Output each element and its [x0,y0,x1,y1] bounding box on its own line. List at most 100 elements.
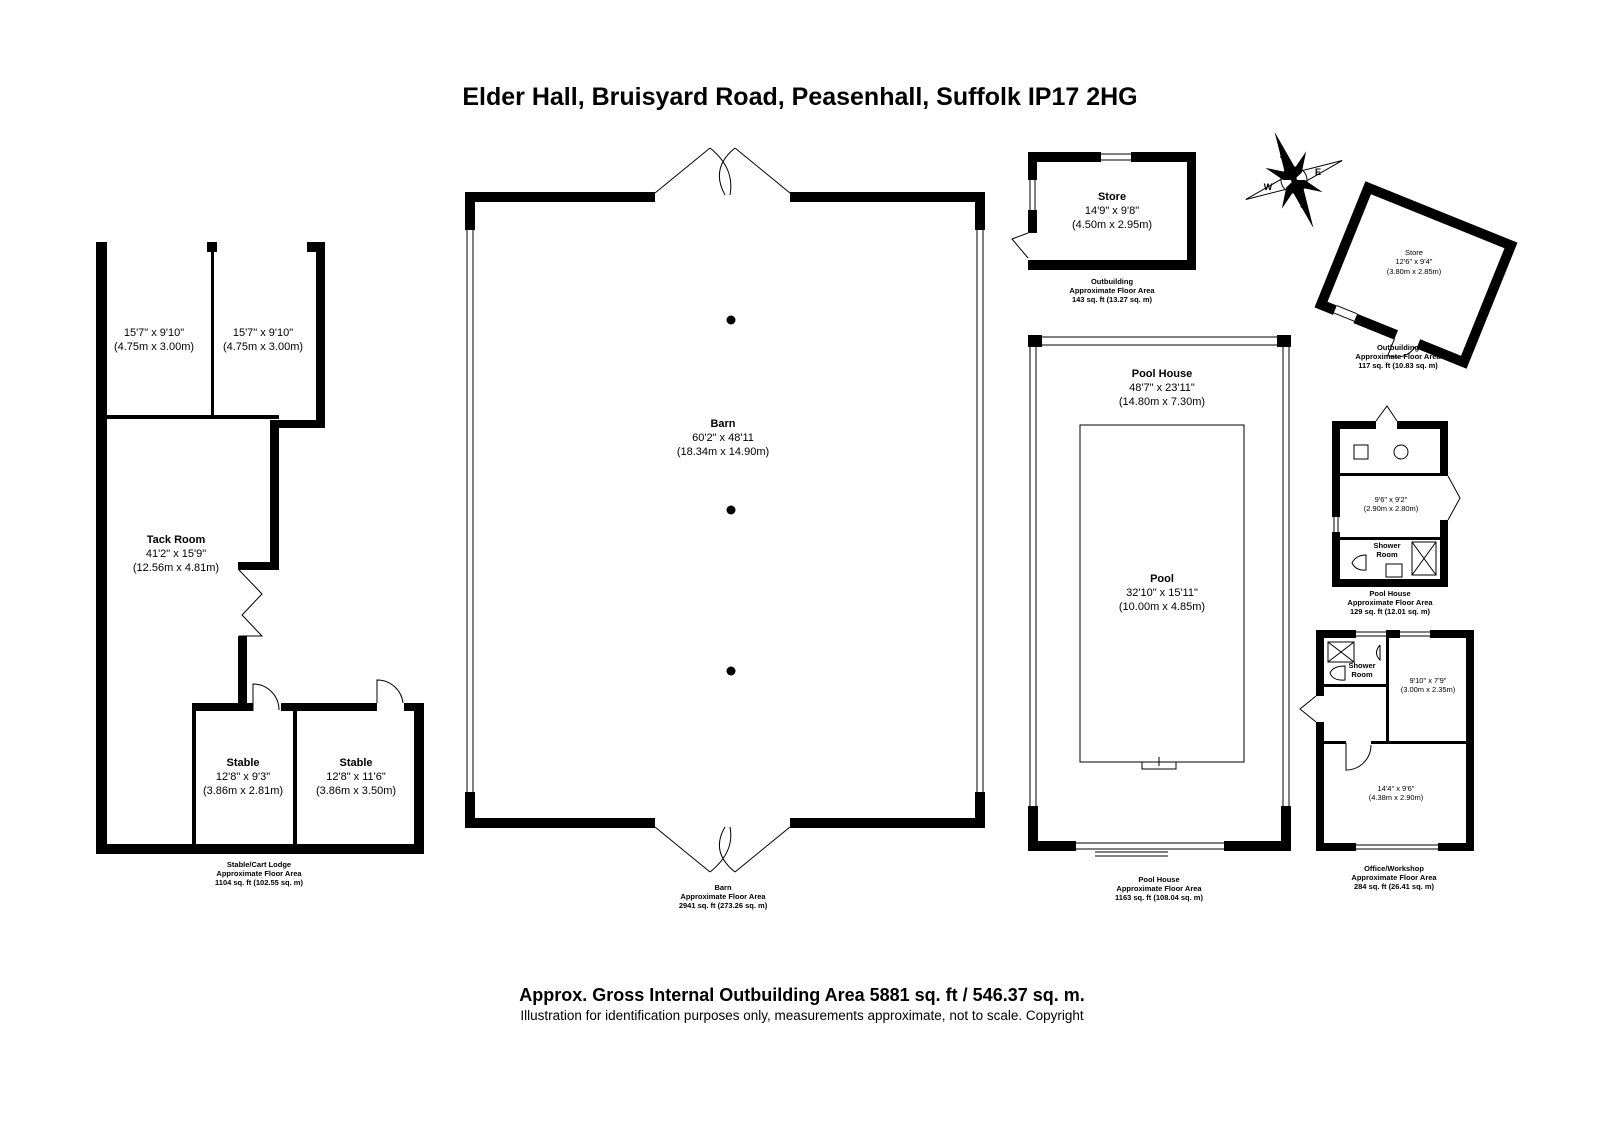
wall [1028,152,1037,180]
wall [1131,152,1196,162]
bay-2-metric: (4.75m x 3.00m) [222,340,304,353]
wall [465,192,655,202]
wall [1332,421,1376,429]
wall [96,242,107,854]
store-2-label: Store 12'6" x 9'4" (3.80m x 2.85m) [1387,248,1442,276]
wall [1386,638,1389,741]
wall [465,792,475,828]
bay-1-label: 15'7" x 9'10" (4.75m x 3.00m) [114,327,194,355]
wall [270,420,325,428]
wall [1028,260,1196,270]
wall [1028,210,1037,233]
stable-2-dims: 12'8" x 11'6" [326,770,386,783]
barn-metric: (18.34m x 14.90m) [676,445,770,458]
wall [1028,841,1076,851]
small-pool-shower-line2: Room [1376,550,1398,560]
wall [1430,630,1474,638]
store-2-area-value: 117 sq. ft (10.83 sq. m) [1358,361,1438,370]
store-2-name: Store [1405,248,1423,257]
small-pool-shower-line1: Shower [1373,541,1401,550]
stable-1-label: Stable 12'8" x 9'3" (3.86m x 2.81m) [203,757,283,798]
pool-house-name: Pool House [1131,368,1193,380]
pool-house-area-value: 1163 sq. ft (108.04 sq. m) [1115,893,1203,902]
tack-room-name: Tack Room [146,534,206,546]
barn-area-title: Barn [714,883,732,892]
compass-label-n: N [1279,150,1287,160]
office-room-2-metric: (4.38m x 2.90m) [1368,793,1424,803]
wall [1187,152,1196,270]
wall [192,703,253,711]
small-pool-room-dims: 9'6" x 9'2" [1374,495,1408,504]
column [726,315,736,325]
pool-house-area-title: Pool House [1138,875,1180,884]
column [726,666,736,676]
office-room-1-label: 9'10" x 7'9" (3.00m x 2.35m) [1401,676,1456,695]
wall [107,415,279,419]
barn-name: Barn [710,418,736,430]
office-area-value: 284 sq. ft (26.41 sq. m) [1353,882,1435,891]
wall [1224,841,1291,851]
wall [270,420,279,566]
stable-block-area: Stable/Cart Lodge Approximate Floor Area… [215,860,303,887]
store-1-metric: (4.50m x 2.95m) [1071,218,1153,231]
wall [1340,473,1440,476]
pool-name: Pool [1150,573,1174,585]
stable-1-name: Stable [226,757,260,769]
wall [316,242,325,426]
wall [1340,537,1440,540]
pool-house-metric: (14.80m x 7.30m) [1118,395,1206,408]
wall [293,703,297,844]
compass-rose-icon [1245,131,1343,229]
bay-1-metric: (4.75m x 3.00m) [113,340,195,353]
bay-1-dims: 15'7" x 9'10" [123,327,185,339]
wall [281,703,377,711]
column [726,505,736,515]
store-2-area-sub: Approximate Floor Area [1355,352,1441,361]
small-pool-house-area-sub: Approximate Floor Area [1347,598,1433,607]
office-area-sub: Approximate Floor Area [1351,873,1437,882]
office-room-1-metric: (3.00m x 2.35m) [1400,685,1456,695]
wall [1281,806,1291,851]
wall [1324,741,1346,744]
wall [465,192,475,230]
store-1-area-value: 143 sq. ft (13.27 sq. m) [1071,295,1153,304]
wall [1316,630,1324,696]
wall [238,636,247,708]
tack-room-label: Tack Room 41'2" x 15'9" (12.56m x 4.81m) [133,534,219,575]
small-pool-room-label: 9'6" x 9'2" (2.90m x 2.80m) [1364,495,1419,514]
stable-2-name: Stable [339,757,373,769]
stable-1-metric: (3.86m x 2.81m) [202,784,284,797]
compass-label-e: E [1314,167,1322,177]
office-room-2-dims: 14'4" x 9'6" [1377,784,1415,793]
wall [1332,579,1448,587]
wall [1371,741,1466,744]
page-title: Elder Hall, Bruisyard Road, Peasenhall, … [462,83,1138,111]
store-2-metric: (3.80m x 2.85m) [1386,266,1442,276]
stable-2-metric: (3.86m x 3.50m) [315,784,397,797]
pool-dims: 32'10" x 15'11" [1126,586,1198,599]
small-pool-shower-label: Shower Room [1373,541,1400,560]
store-1-area-sub: Approximate Floor Area [1069,286,1155,295]
wall [192,703,196,844]
pool-house-label: Pool House 48'7" x 23'11" (14.80m x 7.30… [1119,368,1205,409]
store-2-outline [1314,181,1518,369]
pool-metric: (10.00m x 4.85m) [1118,600,1206,613]
wall [1028,335,1042,347]
wall [414,703,424,854]
office-shower-line1: Shower [1348,661,1376,670]
wall [1440,520,1448,587]
wall [211,252,214,418]
wall [1316,630,1356,638]
compass-label-s: S [1299,200,1307,210]
wall [1277,335,1291,347]
barn-label: Barn 60'2" x 48'11 (18.34m x 14.90m) [677,418,769,459]
bay-2-dims: 15'7" x 9'10" [232,327,294,339]
office-room-2-label: 14'4" x 9'6" (4.38m x 2.90m) [1369,784,1424,803]
compass-label-w: W [1263,182,1273,192]
wall [1386,630,1400,638]
barn-area-sub: Approximate Floor Area [680,892,766,901]
barn-area: Barn Approximate Floor Area 2941 sq. ft … [679,883,767,910]
wall [238,562,279,570]
wall [1438,843,1474,851]
